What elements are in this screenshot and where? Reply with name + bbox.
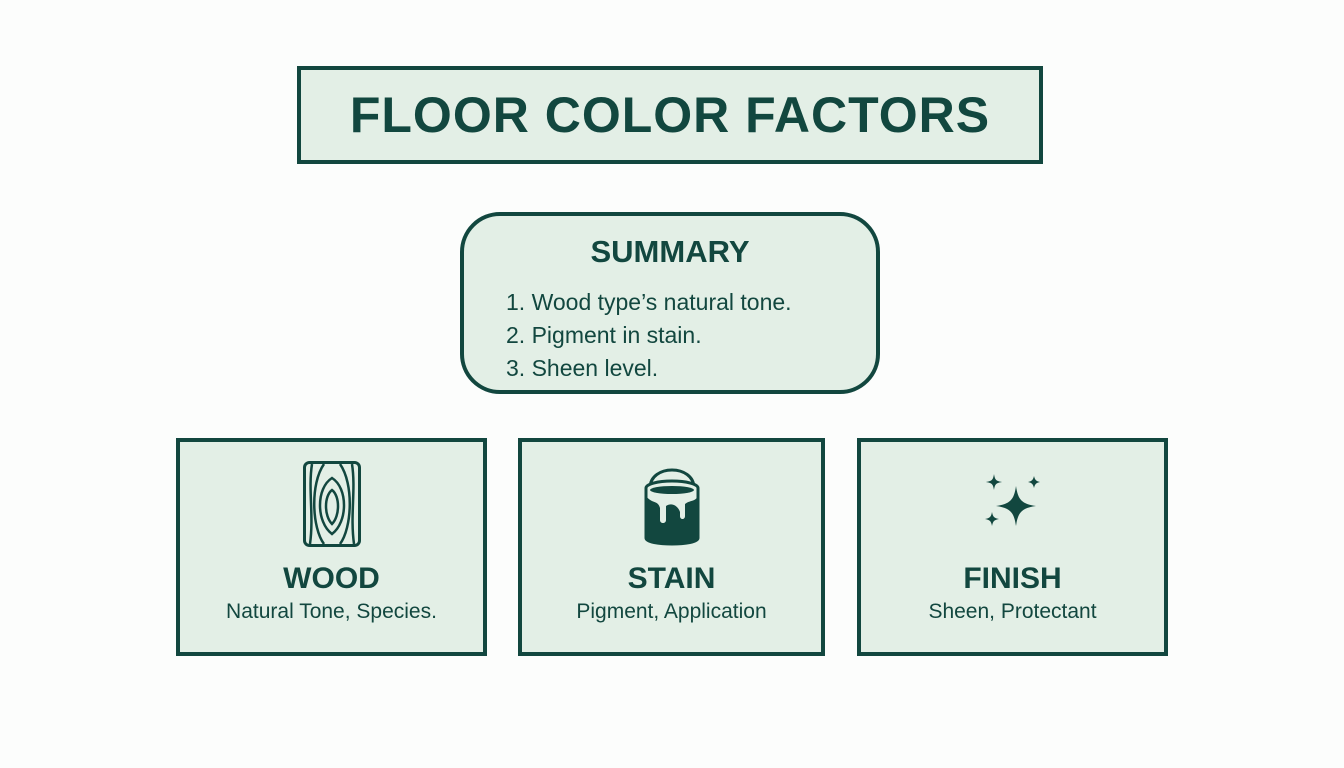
summary-box: SUMMARY 1. Wood type’s natural tone. 2. …	[460, 212, 880, 394]
card-title: FINISH	[963, 562, 1062, 595]
page-title: FLOOR COLOR FACTORS	[349, 87, 991, 143]
paint-can-icon	[640, 460, 704, 555]
card-title: STAIN	[627, 562, 716, 595]
summary-item: 2. Pigment in stain.	[506, 322, 702, 348]
summary-item: 3. Sheen level.	[506, 355, 659, 381]
title-box: FLOOR COLOR FACTORS	[297, 66, 1043, 164]
summary-heading: SUMMARY	[590, 234, 750, 269]
sparkle-icon	[982, 472, 1044, 539]
summary-list: 1. Wood type’s natural tone. 2. Pigment …	[506, 286, 792, 385]
card-subtitle: Sheen, Protectant	[928, 600, 1097, 623]
card-subtitle: Natural Tone, Species.	[226, 600, 437, 623]
factor-card-stain: STAIN Pigment, Application	[518, 438, 825, 656]
wood-grain-icon	[302, 460, 362, 553]
factor-card-wood: WOOD Natural Tone, Species.	[176, 438, 487, 656]
factor-card-finish: FINISH Sheen, Protectant	[857, 438, 1168, 656]
card-title: WOOD	[283, 562, 380, 595]
card-subtitle: Pigment, Application	[576, 600, 767, 623]
summary-item: 1. Wood type’s natural tone.	[506, 289, 792, 315]
